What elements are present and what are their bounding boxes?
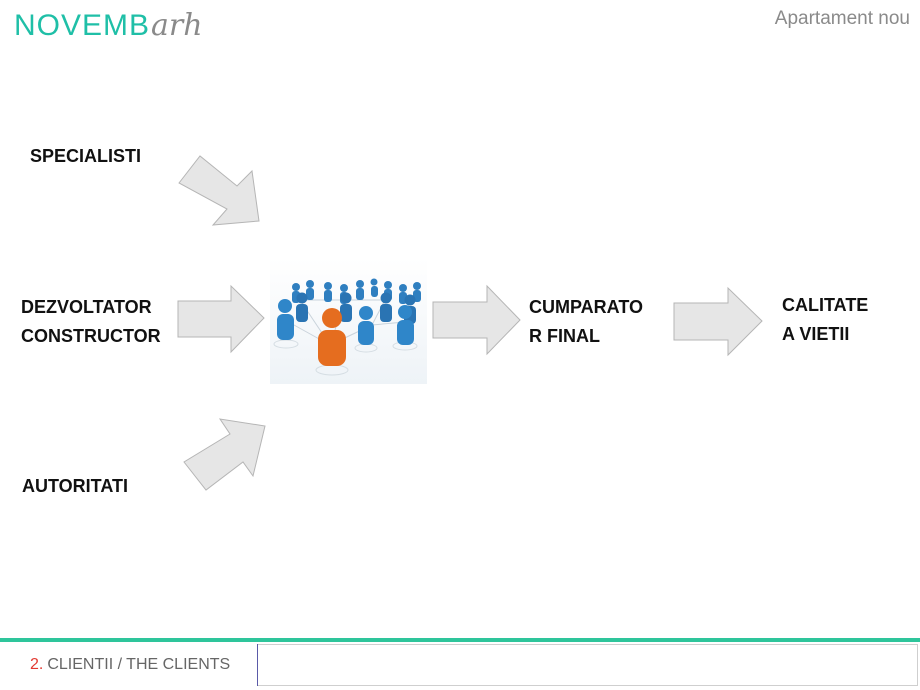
footer-section-number: 2.: [30, 656, 44, 673]
arrow-to-calitate: [673, 286, 763, 357]
footer-section-title: CLIENTII / THE CLIENTS: [47, 656, 231, 673]
people-network-icon: [270, 258, 427, 384]
arrow-to-cumparator: [432, 284, 521, 356]
footer-bar: [258, 644, 918, 686]
label-autoritati: AUTORITATI: [22, 476, 128, 496]
logo-script-text: arh: [151, 8, 203, 43]
page-title: Apartament nou: [774, 8, 910, 29]
arrow-dezvoltator: [177, 284, 265, 354]
footer-section-tab: 2. CLIENTII / THE CLIENTS: [0, 644, 258, 686]
arrow-specialisti: [178, 155, 260, 226]
label-dezvoltator-constructor: DEZVOLTATOR CONSTRUCTOR: [21, 297, 161, 346]
label-specialisti: SPECIALISTI: [30, 146, 142, 166]
label-calitate-vietii: CALITATE A VIETII: [782, 295, 869, 344]
footer-accent-line: [0, 638, 920, 642]
arrow-autoritati: [183, 418, 266, 491]
label-cumparator-final: CUMPARATO R FINAL: [529, 297, 643, 346]
logo-main-text: NOVEMB: [14, 9, 151, 42]
